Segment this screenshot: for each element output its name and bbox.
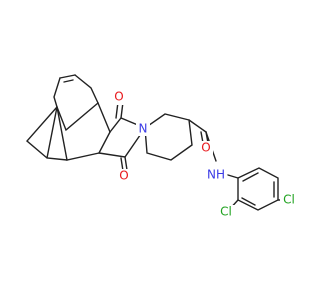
nh-label-amide: NH — [207, 168, 225, 182]
atom-labels: O O N O NH Cl Cl — [112, 90, 298, 219]
nitrogen-amide: NH — [205, 168, 227, 182]
cyclohexane-ring — [144, 113, 193, 161]
chlorine-label-para: Cl — [283, 193, 295, 207]
bond-network — [26, 74, 287, 212]
oxygen-top: O — [112, 90, 126, 105]
amide-link — [188, 119, 207, 133]
oxygen-label-amide: O — [201, 141, 210, 155]
alkene-bond-inner — [63, 79, 74, 83]
nitrogen-imide: N — [136, 122, 150, 136]
chlorine-ortho: Cl — [217, 205, 235, 219]
phenyl-inner-bonds — [241, 172, 275, 206]
bridge-bond-right — [74, 74, 99, 104]
core-bond-right-lower — [98, 131, 111, 154]
oxygen-bottom: O — [117, 169, 131, 183]
nitrogen-label-imide: N — [139, 122, 148, 136]
bridge-bond-left — [53, 77, 61, 108]
alkene-bond — [59, 74, 76, 79]
nh-aryl-bond — [227, 174, 239, 179]
oxygen-label-top: O — [114, 90, 123, 104]
core-bond-right-upper — [97, 102, 111, 133]
chlorine-label-ortho: Cl — [220, 205, 232, 219]
core-bond-lower — [56, 106, 100, 161]
phenyl-ring — [237, 167, 279, 211]
cyclopropane-bonds — [26, 106, 68, 161]
chemical-structure-diagram: O O N O NH Cl Cl — [26, 74, 298, 219]
chlorine-para: Cl — [280, 193, 298, 207]
carbonyl-bottom — [120, 156, 128, 172]
oxygen-label-bottom: O — [119, 169, 128, 183]
oxygen-amide: O — [199, 141, 213, 155]
core-bond-upper — [56, 102, 99, 132]
